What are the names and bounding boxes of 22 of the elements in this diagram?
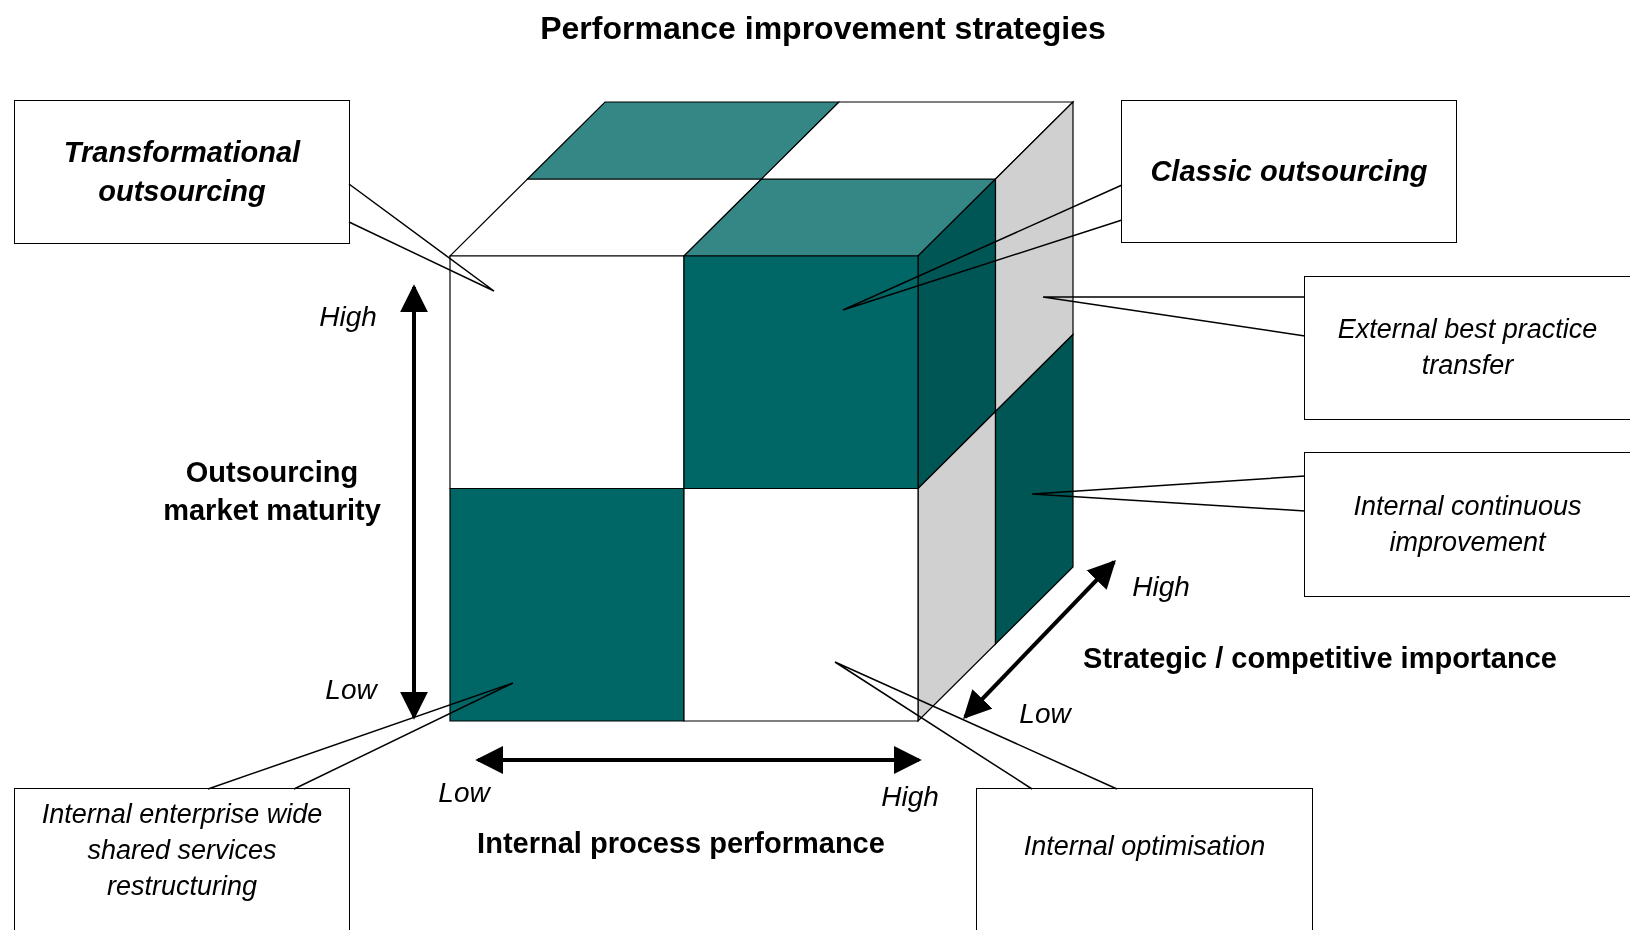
axis-end-label: High	[881, 779, 939, 814]
axis-end-label: High	[319, 299, 377, 334]
callout-box	[1121, 100, 1457, 243]
callout-text: External best practice transfer	[1336, 313, 1599, 382]
axis-end-label: Low	[1019, 696, 1071, 731]
callout-box	[14, 100, 350, 244]
callout-box	[14, 788, 350, 930]
axis-end-label: Low	[325, 672, 377, 707]
callout-text: Internal optimisation	[1022, 830, 1267, 863]
callout-text: Transformational outsourcing	[62, 135, 302, 209]
axis-title: Strategic / competitive importance	[1083, 641, 1557, 677]
callout-box	[1304, 276, 1630, 420]
callout-text: Classic outsourcing	[1149, 154, 1429, 190]
axis-end-label: High	[1132, 569, 1190, 604]
callout-text: Internal enterprise wide shared services restructuring	[40, 798, 324, 903]
axis-title: Internal process performance	[477, 826, 885, 862]
callout-box	[976, 788, 1313, 930]
axis-end-label: Low	[438, 775, 490, 810]
callout-box	[1304, 452, 1630, 597]
callout-text: Internal continuous improvement	[1352, 489, 1583, 559]
diagram-title: Performance improvement strategies	[540, 9, 1106, 47]
axis-title: Outsourcing market maturity	[162, 455, 382, 528]
